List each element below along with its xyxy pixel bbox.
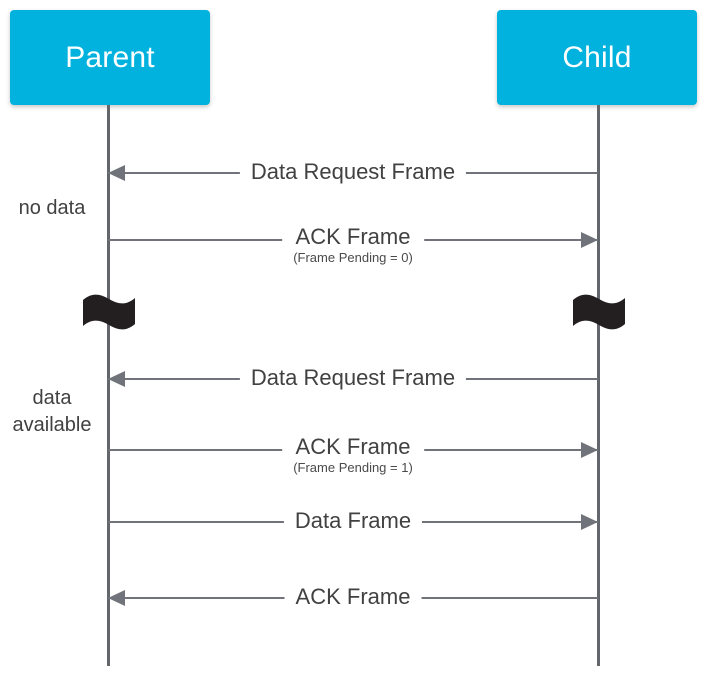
message-caption-4: ACK Frame (Frame Pending = 1)	[282, 432, 424, 476]
message-title-5: Data Frame	[294, 508, 412, 533]
message-subtitle-2: (Frame Pending = 0)	[293, 250, 413, 265]
message-title-4: ACK Frame	[295, 434, 411, 459]
arrowhead-left-icon-1	[108, 165, 125, 181]
message-caption-6: ACK Frame	[284, 582, 422, 612]
message-caption-5: Data Frame	[283, 506, 423, 536]
side-note-no-data: no data	[18, 197, 86, 219]
message-title-1: Data Request Frame	[250, 159, 456, 184]
side-note-data-available: data available	[12, 387, 92, 436]
actor-label-child: Child	[562, 40, 632, 74]
actor-box-parent[interactable]: Parent	[10, 10, 210, 105]
arrowhead-left-icon-6	[108, 590, 125, 606]
message-caption-3: Data Request Frame	[239, 363, 467, 393]
message-caption-2: ACK Frame (Frame Pending = 0)	[282, 222, 424, 266]
arrowhead-left-icon-3	[108, 371, 125, 387]
message-title-2: ACK Frame	[295, 224, 411, 249]
lifeline-child	[597, 105, 600, 666]
actor-label-parent: Parent	[65, 40, 155, 74]
message-title-6: ACK Frame	[295, 584, 411, 609]
actor-box-child[interactable]: Child	[497, 10, 697, 105]
message-subtitle-4: (Frame Pending = 1)	[293, 460, 413, 475]
message-title-3: Data Request Frame	[250, 365, 456, 390]
arrowhead-right-icon-4	[581, 442, 598, 458]
message-caption-1: Data Request Frame	[239, 157, 467, 187]
arrowhead-right-icon-2	[581, 232, 598, 248]
arrowhead-right-icon-5	[581, 514, 598, 530]
